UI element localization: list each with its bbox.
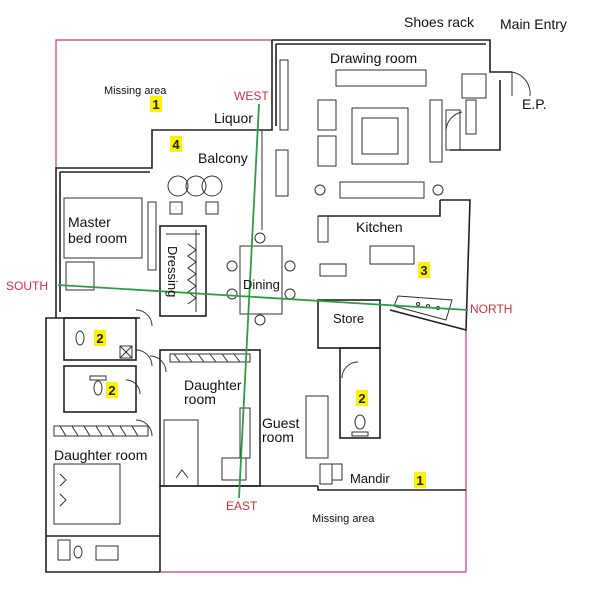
- left-toilets: [63, 317, 153, 413]
- south-north-axis: [57, 284, 469, 311]
- label-dressing: Dressing: [165, 246, 180, 297]
- zone-markers: 1 4 3 2 2 2 1: [94, 96, 430, 488]
- direction-labels: WEST EAST SOUTH NORTH: [6, 89, 512, 513]
- compass-axes: [57, 103, 469, 499]
- label-main-entry: Main Entry: [500, 16, 567, 32]
- label-kitchen: Kitchen: [356, 219, 403, 235]
- label-shoes-rack: Shoes rack: [404, 14, 475, 30]
- zone-marker-toilet-left-upper: 2: [96, 331, 103, 346]
- label-master-bed-room-line2: bed room: [68, 230, 127, 246]
- label-mandir: Mandir: [350, 471, 390, 486]
- right-toilet: [339, 347, 381, 439]
- zone-marker-toilet-right: 2: [358, 391, 365, 406]
- zone-marker-toilet-left-lower: 2: [108, 383, 115, 398]
- label-west: WEST: [234, 89, 269, 103]
- zone-marker-missing-top: 1: [152, 97, 159, 112]
- west-east-axis: [238, 103, 260, 499]
- label-north: NORTH: [470, 302, 512, 316]
- balcony-furniture: [167, 130, 289, 230]
- label-missing-area-bottom: Missing area: [312, 513, 375, 525]
- label-daughter-room-center-line2: room: [184, 391, 216, 407]
- label-balcony: Balcony: [198, 150, 248, 166]
- label-missing-area-top: Missing area: [104, 85, 167, 97]
- label-east: EAST: [226, 499, 258, 513]
- missing-area-boundary-bottom: [160, 330, 467, 573]
- label-guest-room-line2: room: [262, 429, 294, 445]
- zone-marker-missing-bottom: 1: [416, 473, 423, 488]
- dressing-area: [159, 225, 207, 317]
- label-master-bed-room-line1: Master: [68, 214, 111, 230]
- label-ep: E.P.: [522, 96, 547, 112]
- label-store: Store: [333, 311, 364, 326]
- room-labels: Shoes rack Main Entry Drawing room E.P. …: [54, 14, 567, 525]
- center-daughter-room: [149, 349, 261, 487]
- zone-marker-kitchen: 3: [420, 263, 427, 278]
- missing-area-boundary-top: [55, 39, 272, 168]
- label-drawing-room: Drawing room: [330, 50, 417, 66]
- label-dining: Dining: [243, 277, 280, 292]
- label-daughter-room-center-line1: Daughter: [184, 377, 242, 393]
- label-liquor: Liquor: [214, 110, 253, 126]
- bottom-daughter-room: [46, 419, 160, 561]
- guest-room: [305, 395, 343, 485]
- label-guest-room-line1: Guest: [262, 415, 299, 431]
- entry-area: [445, 71, 531, 151]
- label-south: SOUTH: [6, 279, 48, 293]
- kitchen-walls: [317, 200, 441, 277]
- drawing-room-furniture: [279, 59, 444, 199]
- zone-marker-balcony: 4: [172, 137, 180, 152]
- label-daughter-room-bottom: Daughter room: [54, 447, 147, 463]
